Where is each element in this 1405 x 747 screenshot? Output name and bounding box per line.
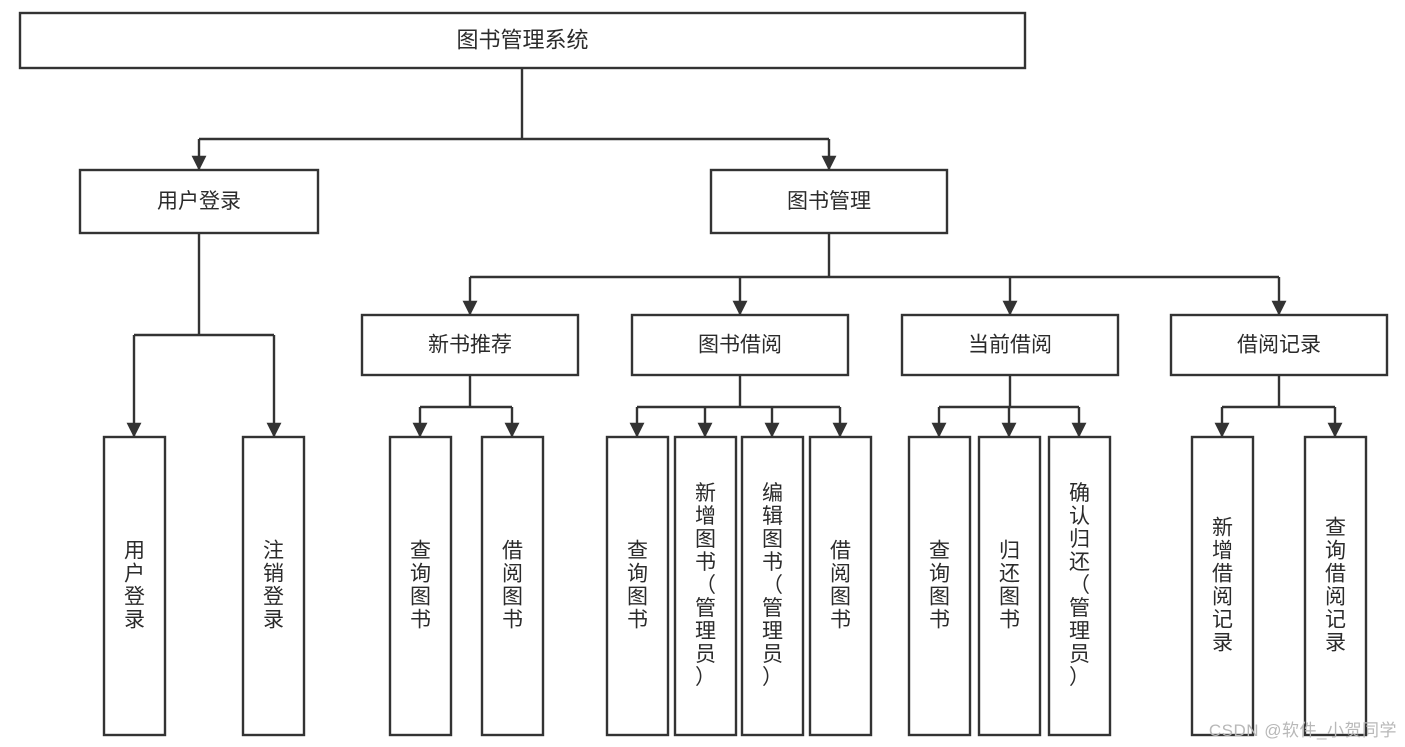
node-leaf-logout[interactable]: 注销登录 (241, 435, 306, 737)
node-leaf-query-book-2-box (605, 435, 670, 737)
node-leaf-logout-label: 注销登录 (263, 539, 284, 631)
node-leaf-query-book-3-box (907, 435, 972, 737)
node-new-book-recommend-label: 新书推荐 (428, 334, 512, 357)
node-root-system-box (18, 11, 1027, 70)
node-leaf-user-login[interactable]: 用户登录 (102, 435, 167, 737)
node-leaf-query-book-1-box (388, 435, 453, 737)
node-leaf-edit-book-label: 编辑图书（管理员） (762, 482, 783, 689)
node-leaf-add-record-label: 新增借阅记录 (1212, 516, 1233, 654)
node-leaf-return-book[interactable]: 归还图书 (977, 435, 1042, 737)
csdn-watermark: CSDN @软件_小贺同学 (1208, 721, 1397, 740)
node-leaf-query-book-2-label: 查询图书 (627, 539, 648, 631)
node-leaf-return-book-label: 归还图书 (999, 539, 1020, 631)
node-leaf-add-record-box (1190, 435, 1255, 737)
node-leaf-query-record-label: 查询借阅记录 (1325, 516, 1346, 654)
node-leaf-edit-book-box (740, 435, 805, 737)
node-current-borrow-label: 当前借阅 (968, 334, 1052, 357)
connector-layer (126, 68, 1343, 438)
node-leaf-borrow-book-2-label: 借阅图书 (830, 539, 851, 631)
node-book-manage[interactable]: 图书管理 (709, 168, 949, 235)
node-borrow-record-box (1169, 313, 1389, 377)
node-leaf-confirm-return[interactable]: 确认归还（管理员） (1047, 435, 1112, 737)
node-current-borrow-box (900, 313, 1120, 377)
node-leaf-query-book-2[interactable]: 查询图书 (605, 435, 670, 737)
node-leaf-query-record[interactable]: 查询借阅记录 (1303, 435, 1368, 737)
node-leaf-query-book-3[interactable]: 查询图书 (907, 435, 972, 737)
node-user-login[interactable]: 用户登录 (78, 168, 320, 235)
node-book-borrow-label: 图书借阅 (698, 334, 782, 357)
node-leaf-edit-book[interactable]: 编辑图书（管理员） (740, 435, 805, 737)
node-current-borrow[interactable]: 当前借阅 (900, 313, 1120, 377)
node-user-login-label: 用户登录 (157, 190, 241, 213)
node-leaf-query-record-box (1303, 435, 1368, 737)
node-leaf-confirm-return-label: 确认归还（管理员） (1069, 482, 1090, 689)
node-user-login-box (78, 168, 320, 235)
node-leaf-add-record[interactable]: 新增借阅记录 (1190, 435, 1255, 737)
node-book-manage-label: 图书管理 (787, 190, 871, 213)
node-book-borrow[interactable]: 图书借阅 (630, 313, 850, 377)
node-new-book-recommend-box (360, 313, 580, 377)
node-borrow-record-label: 借阅记录 (1237, 334, 1321, 357)
node-leaf-logout-box (241, 435, 306, 737)
node-leaf-borrow-book-2-box (808, 435, 873, 737)
node-root-system-label: 图书管理系统 (456, 27, 588, 52)
node-new-book-recommend[interactable]: 新书推荐 (360, 313, 580, 377)
node-leaf-query-book-3-label: 查询图书 (929, 539, 950, 631)
node-leaf-confirm-return-box (1047, 435, 1112, 737)
node-leaf-return-book-box (977, 435, 1042, 737)
node-layer: 图书管理系统用户登录图书管理新书推荐图书借阅当前借阅借阅记录用户登录注销登录查询… (18, 11, 1389, 737)
node-leaf-borrow-book-2[interactable]: 借阅图书 (808, 435, 873, 737)
node-leaf-borrow-book-1-label: 借阅图书 (502, 539, 523, 631)
node-leaf-user-login-box (102, 435, 167, 737)
node-book-borrow-box (630, 313, 850, 377)
node-leaf-query-book-1[interactable]: 查询图书 (388, 435, 453, 737)
node-leaf-add-book-label: 新增图书（管理员） (695, 482, 716, 689)
node-leaf-borrow-book-1[interactable]: 借阅图书 (480, 435, 545, 737)
node-leaf-add-book-box (673, 435, 738, 737)
node-leaf-query-book-1-label: 查询图书 (410, 539, 431, 631)
node-borrow-record[interactable]: 借阅记录 (1169, 313, 1389, 377)
node-root-system[interactable]: 图书管理系统 (18, 11, 1027, 70)
node-book-manage-box (709, 168, 949, 235)
node-leaf-user-login-label: 用户登录 (124, 539, 145, 631)
node-leaf-add-book[interactable]: 新增图书（管理员） (673, 435, 738, 737)
node-leaf-borrow-book-1-box (480, 435, 545, 737)
